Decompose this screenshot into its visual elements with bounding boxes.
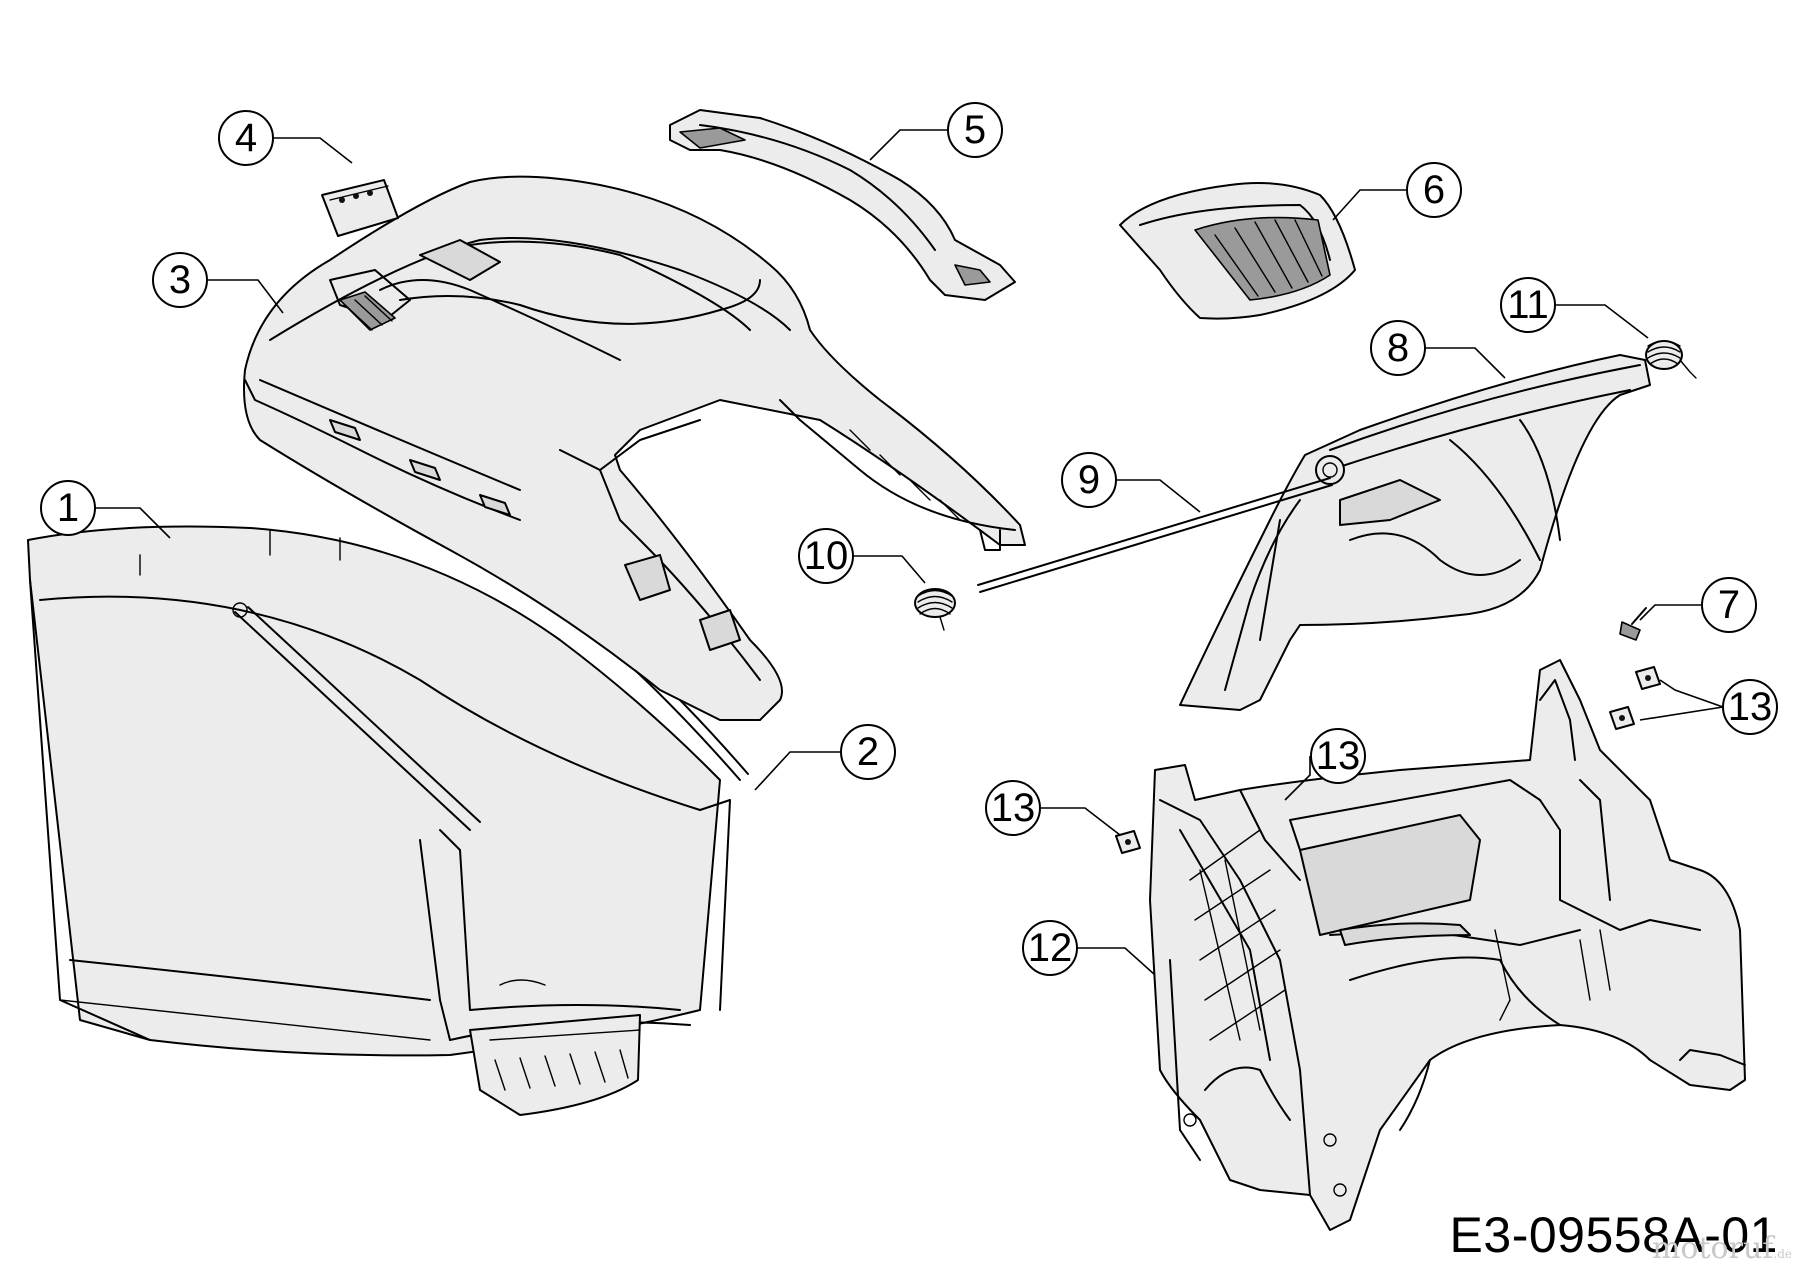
- callout-1: 1: [40, 480, 171, 539]
- part-rod: [977, 477, 1333, 593]
- part-small-flap: [321, 179, 399, 237]
- callout-3: 3: [152, 252, 284, 314]
- part-screw: [1619, 607, 1647, 641]
- callout-9: 9: [1061, 452, 1201, 513]
- callout-label-7: 7: [1718, 583, 1740, 627]
- callout-7: 7: [1639, 577, 1757, 633]
- callout-label-10: 10: [804, 534, 849, 578]
- callout-label-4: 4: [235, 116, 257, 160]
- part-vent-grille: [1119, 181, 1356, 320]
- callout-10: 10: [798, 528, 926, 584]
- callout-label-5: 5: [964, 108, 986, 152]
- callout-5: 5: [869, 102, 1003, 161]
- callout-2: 2: [754, 724, 896, 791]
- callout-4: 4: [218, 110, 353, 166]
- callouts: 1 2 3 4 5 6: [40, 102, 1778, 976]
- callout-8: 8: [1370, 320, 1506, 379]
- part-top-cover: [243, 175, 1026, 721]
- callout-label-12: 12: [1028, 926, 1073, 970]
- callout-label-13-left: 13: [991, 786, 1036, 830]
- callout-label-3: 3: [169, 258, 191, 302]
- part-handle-bar: [669, 109, 1016, 301]
- callout-13-right: 13: [1639, 679, 1778, 735]
- callout-13-middle: 13: [1284, 728, 1366, 801]
- part-rear-flap: [1179, 354, 1651, 711]
- part-spring-11: [1645, 340, 1697, 379]
- callout-label-13-middle: 13: [1316, 734, 1361, 778]
- part-rear-housing: [1149, 659, 1746, 1231]
- part-spring-10: [914, 588, 956, 631]
- callout-12: 12: [1022, 920, 1156, 976]
- callout-label-13-right: 13: [1728, 685, 1773, 729]
- callout-11: 11: [1500, 277, 1649, 339]
- callout-13-left: 13: [985, 780, 1121, 836]
- part-grass-bag: [27, 525, 749, 1116]
- watermark-text: motoruf: [1651, 1231, 1774, 1266]
- callout-label-9: 9: [1078, 458, 1100, 502]
- callout-label-6: 6: [1423, 168, 1445, 212]
- callout-label-2: 2: [857, 730, 879, 774]
- callout-label-11: 11: [1507, 283, 1549, 327]
- watermark-logo: motoruf.de: [1652, 1231, 1792, 1266]
- watermark-suffix: .de: [1773, 1247, 1792, 1261]
- diagram-reference-code: E3-09558A-01: [1449, 1207, 1778, 1263]
- part-nuts: [1115, 666, 1661, 854]
- callout-label-8: 8: [1387, 326, 1409, 370]
- callout-label-1: 1: [57, 486, 79, 530]
- callout-6: 6: [1332, 162, 1462, 221]
